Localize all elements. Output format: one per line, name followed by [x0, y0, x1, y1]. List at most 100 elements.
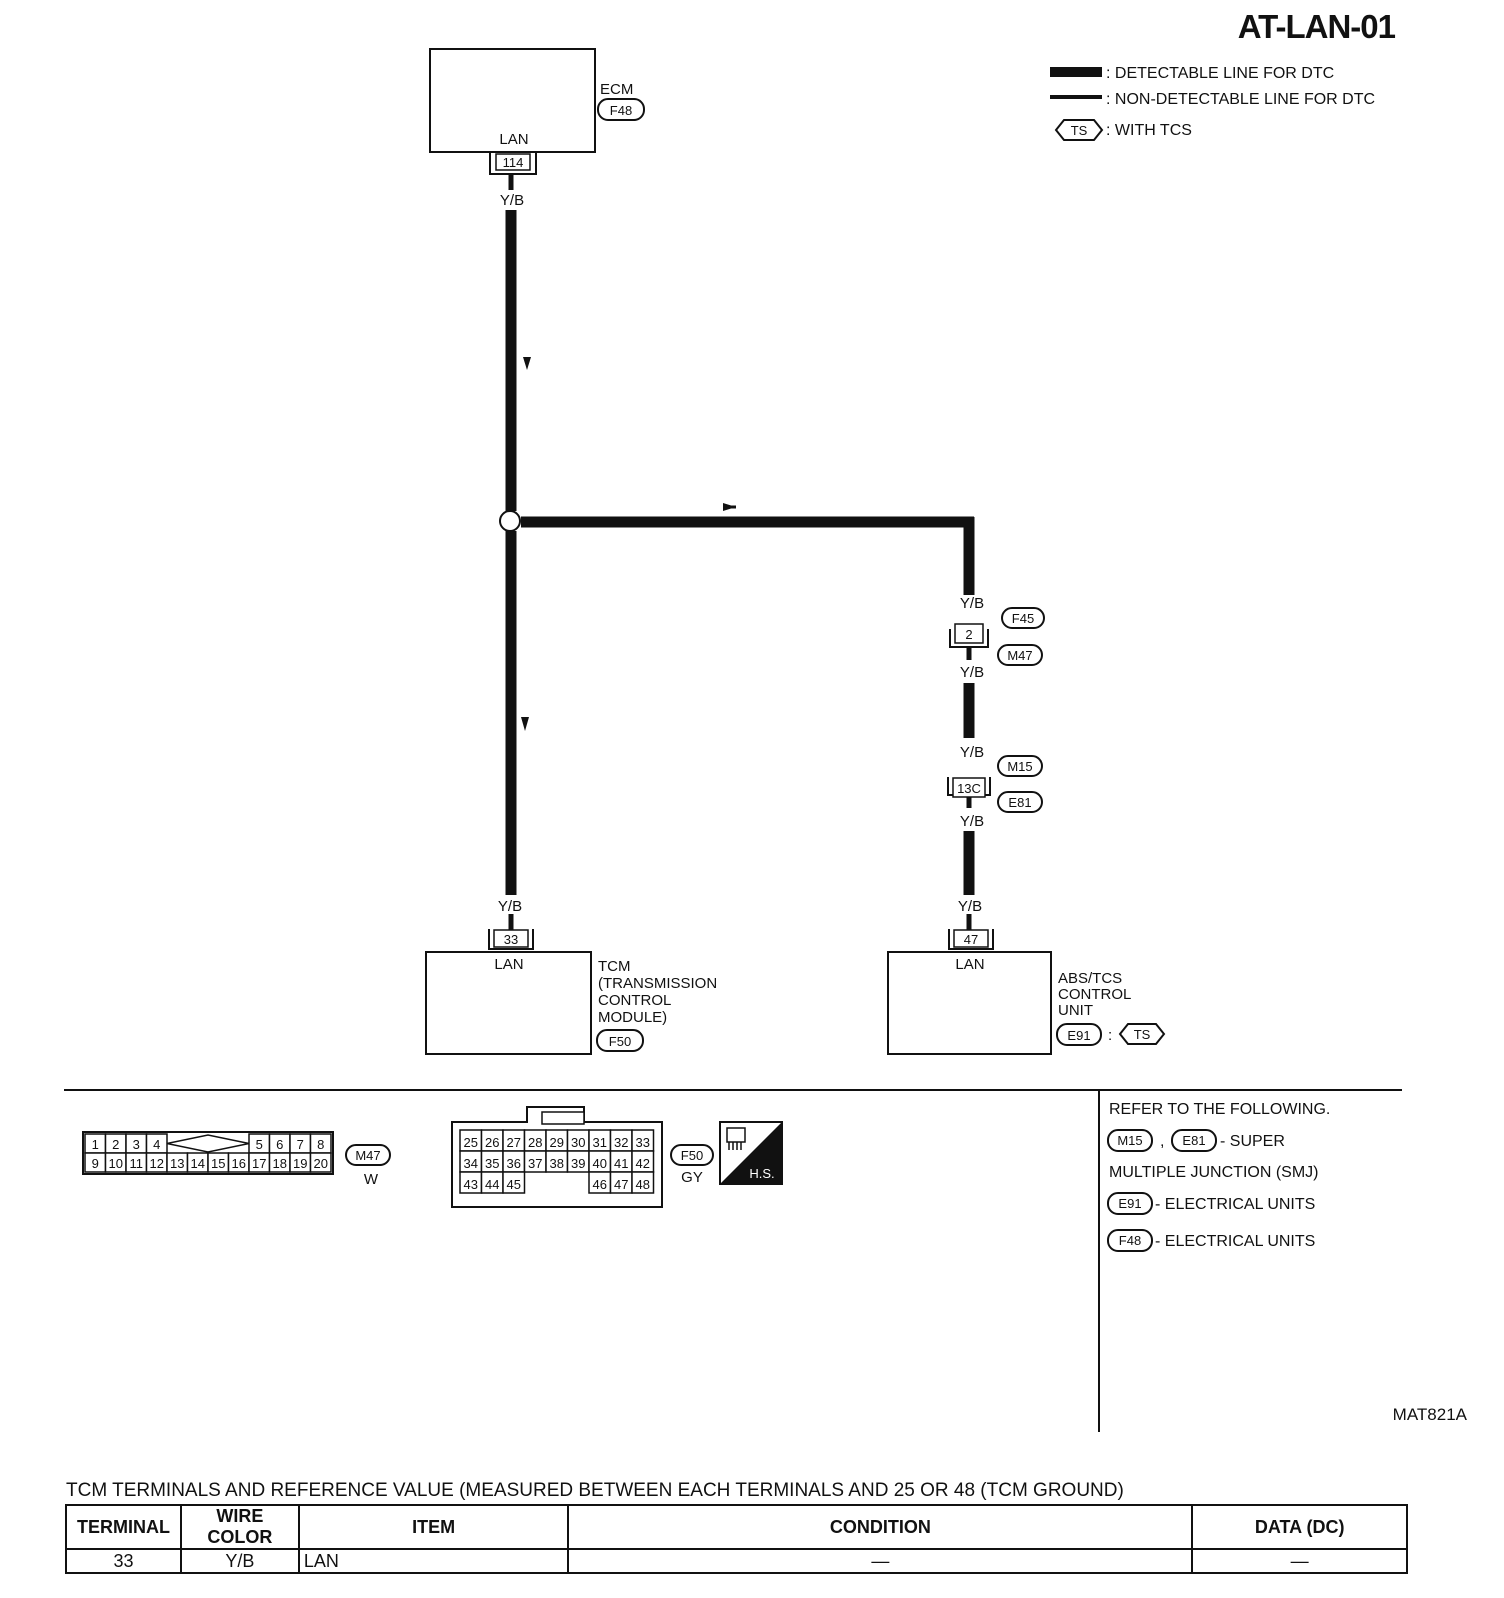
tcm-name-line-4: MODULE) [598, 1009, 667, 1026]
ecm-connector-text: F48 [610, 103, 632, 118]
abs-name-line-2: CONTROL [1058, 986, 1131, 1003]
connector-pin-number: 29 [550, 1135, 564, 1150]
joint1-connector-bottom-badge [997, 644, 1043, 666]
f50-label: F50 [681, 1148, 703, 1163]
connector-pin-number: 4 [153, 1137, 160, 1152]
joint1-connector-top: F45 [1012, 611, 1034, 626]
ecm-connector-badge [597, 98, 645, 121]
connector-pin-number: 31 [593, 1135, 607, 1150]
tcm-terminal-number: 33 [504, 932, 518, 947]
refer-e91: E91 [1118, 1196, 1141, 1211]
f50-label-badge [670, 1144, 714, 1166]
ecm-lan-label: LAN [499, 131, 528, 148]
figure-code: MAT821A [1393, 1405, 1468, 1424]
refer-f48-text: - ELECTRICAL UNITS [1155, 1233, 1315, 1250]
m47-color: W [364, 1171, 379, 1188]
tcm-name-line-2: (TRANSMISSION [598, 975, 717, 992]
connector-pin-number: 36 [507, 1156, 521, 1171]
ecm-label: ECM [600, 81, 633, 98]
abs-box [887, 951, 1052, 1055]
legend-detectable-swatch [1050, 67, 1102, 77]
connector-pin-number: 18 [273, 1156, 287, 1171]
connector-pin-number: 32 [614, 1135, 628, 1150]
refer-heading: REFER TO THE FOLLOWING. [1109, 1101, 1330, 1118]
connector-pin-number: 11 [130, 1156, 144, 1171]
m47-label: M47 [355, 1148, 380, 1163]
connector-pin [502, 1171, 526, 1194]
abs-tcs-badge-text: TS [1134, 1027, 1151, 1042]
legend-nondetectable-text: : NON-DETECTABLE LINE FOR DTC [1106, 91, 1375, 108]
joint1-terminal: 2 [965, 627, 972, 642]
abs-wire-color: Y/B [958, 898, 982, 915]
cell-wire-color: Y/B [179, 1548, 300, 1574]
connector-pin-number: 48 [636, 1177, 650, 1192]
connector-pin-number: 41 [614, 1156, 628, 1171]
table-row: 33 Y/B LAN — — [65, 1548, 1408, 1574]
harness-side-icon: H.S. [719, 1121, 783, 1185]
terminal-reference-table: TERMINAL WIRE COLOR ITEM CONDITION DATA … [65, 1504, 1408, 1574]
legend-detectable-text: : DETECTABLE LINE FOR DTC [1106, 65, 1334, 82]
connector-pin-number: 26 [485, 1135, 499, 1150]
abs-tcs-unit: Y/B 47 LAN ABS/TCS CONTROL UNIT E91 : TS [887, 898, 1166, 1055]
connector-pin-number: 42 [636, 1156, 650, 1171]
connector-pin-number: 30 [571, 1135, 585, 1150]
connector-pin-number: 14 [191, 1156, 205, 1171]
connector-pin-number: 28 [528, 1135, 542, 1150]
ecm-unit: ECM F48 LAN 114 Y/B [429, 48, 645, 209]
connector-pin-number: 13 [170, 1156, 184, 1171]
abs-lan-label: LAN [955, 956, 984, 973]
legend-tcs-badge-text: TS [1071, 123, 1088, 138]
abs-terminal-number: 47 [964, 932, 978, 947]
legend-nondetectable-swatch [1050, 95, 1102, 99]
tcm-connector-text: F50 [609, 1034, 631, 1049]
connector-pin-number: 37 [528, 1156, 542, 1171]
connector-pin-number: 20 [314, 1156, 328, 1171]
joint2-connector-bottom: E81 [1008, 795, 1031, 810]
cell-condition: — [567, 1548, 1194, 1574]
ecm-wire-color: Y/B [500, 192, 524, 209]
connector-pin [631, 1171, 655, 1194]
connector-pin [309, 1152, 332, 1173]
joint2-connector-top-badge [997, 755, 1043, 777]
connector-pin-number: 7 [297, 1137, 304, 1152]
header-item: ITEM [297, 1504, 570, 1550]
arrow-down-icon [523, 357, 531, 370]
connector-pin-number: 6 [276, 1137, 283, 1152]
tcm-unit: Y/B 33 LAN TCM (TRANSMISSION CONTROL MOD… [425, 898, 717, 1055]
abs-connector-text: E91 [1067, 1028, 1090, 1043]
refer-smj: MULTIPLE JUNCTION (SMJ) [1109, 1164, 1318, 1181]
tcm-name-line-3: CONTROL [598, 992, 671, 1009]
arrow-down-icon [521, 717, 529, 731]
header-data-dc: DATA (DC) [1191, 1504, 1408, 1550]
joint2-wire-top: Y/B [960, 744, 984, 761]
splice-junction [499, 510, 521, 532]
connector-pin-number: 27 [507, 1135, 521, 1150]
refer-super: - SUPER [1220, 1133, 1285, 1150]
connector-pin-number: 40 [593, 1156, 607, 1171]
joint1-wire-top: Y/B [960, 595, 984, 612]
tcm-connector-badge [596, 1029, 644, 1052]
connector-pin-number: 10 [109, 1156, 123, 1171]
header-terminal: TERMINAL [65, 1504, 182, 1550]
ecm-terminal-number: 114 [503, 155, 524, 170]
connector-pin-number: 45 [507, 1177, 521, 1192]
abs-name-line-3: UNIT [1058, 1002, 1093, 1019]
connector-pin-number: 17 [252, 1156, 266, 1171]
connector-pin-number: 35 [485, 1156, 499, 1171]
refer-list: REFER TO THE FOLLOWING. M15 , E81 - SUPE… [1107, 1101, 1330, 1252]
connector-pin-number: 19 [293, 1156, 307, 1171]
tcm-wire-color: Y/B [498, 898, 522, 915]
connector-pin-number: 8 [317, 1137, 324, 1152]
refer-f48: F48 [1119, 1233, 1141, 1248]
refer-e91-text: - ELECTRICAL UNITS [1155, 1196, 1315, 1213]
joint-connector-2: Y/B 2 F45 M47 Y/B [949, 595, 1045, 681]
legend-with-tcs-text: : WITH TCS [1106, 122, 1192, 139]
connector-pin-number: 5 [256, 1137, 263, 1152]
cell-data: — [1191, 1548, 1408, 1574]
m47-label-badge [345, 1144, 391, 1166]
connector-pin-number: 16 [232, 1156, 246, 1171]
connector-key [166, 1134, 250, 1153]
